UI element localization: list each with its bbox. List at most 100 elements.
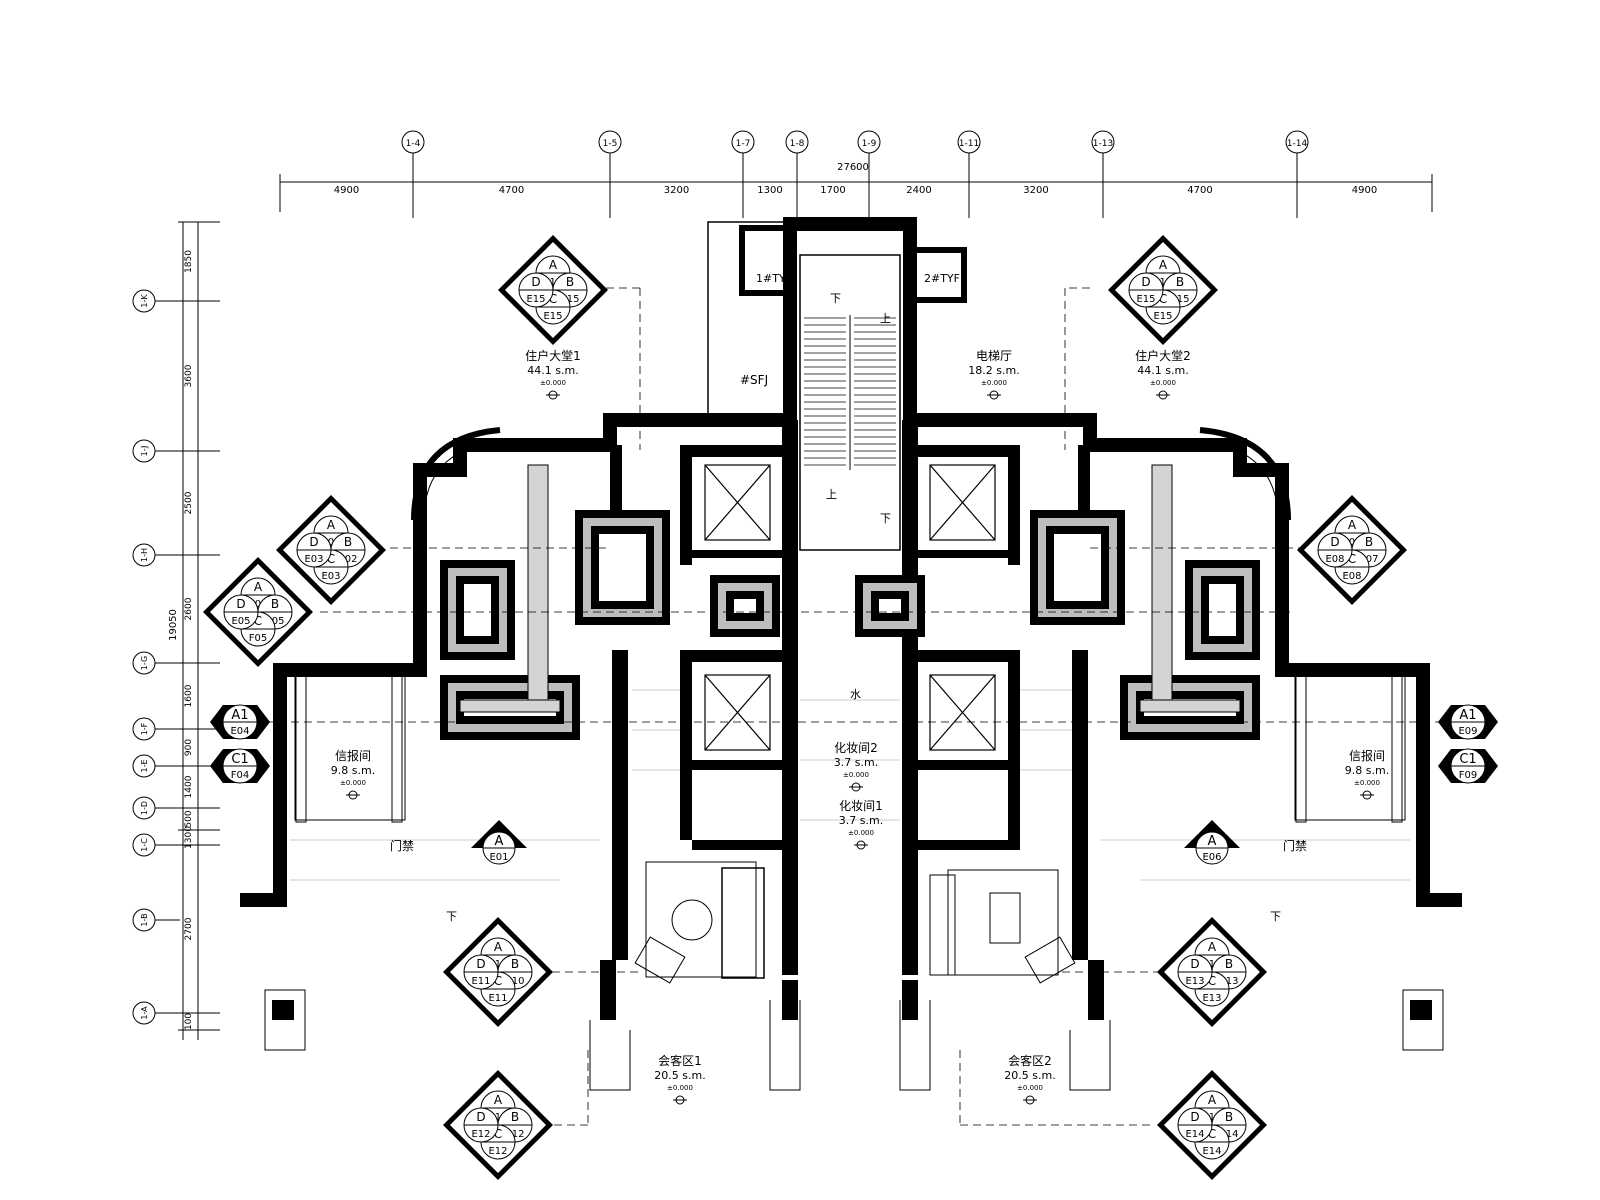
room-name: 化妆间1	[839, 799, 883, 813]
room-level: ±0.000	[1354, 779, 1380, 787]
tag-code: F04	[231, 770, 249, 781]
stipple-strip	[527, 464, 549, 701]
symbol-code: E02	[321, 537, 340, 548]
room-level: ±0.000	[1017, 1084, 1043, 1092]
symbol-code: E12	[488, 1112, 507, 1123]
tyf1-room	[739, 225, 791, 296]
tag-letter: C1	[1459, 752, 1476, 767]
symbol-code: E12	[505, 1129, 524, 1140]
tag-code: E04	[230, 726, 249, 737]
stipple-strip	[1139, 699, 1241, 713]
tag-letter: A1	[231, 708, 248, 723]
top-dim-value: 3200	[664, 185, 689, 196]
symbol-code: E13	[1202, 959, 1221, 970]
stairwell	[799, 254, 901, 551]
symbol-code: E08	[1325, 554, 1344, 565]
symbol-code: E15	[526, 294, 545, 305]
symbol-letter: C	[1159, 292, 1167, 306]
tag-letter: C1	[231, 752, 248, 767]
symbol-code: E15	[1153, 311, 1172, 322]
core-walls	[610, 420, 1090, 975]
symbol-code: E12	[471, 1129, 490, 1140]
symbol-letter: B	[511, 957, 519, 971]
top-dim-value: 1300	[757, 185, 782, 196]
symbol-code: E15	[1170, 294, 1189, 305]
stair-down-label: 下	[830, 292, 841, 305]
symbol-letter: C	[494, 974, 502, 988]
curved-facade-right-inner	[1194, 439, 1279, 521]
grid-bubble	[731, 130, 755, 154]
symbol-code: E03	[321, 571, 340, 582]
grid-label: 1-E	[140, 759, 149, 772]
left-dim-value: 2600	[184, 597, 194, 620]
access-label-right: 门禁	[1283, 838, 1307, 853]
tag-code: E09	[1458, 726, 1477, 737]
room-area: 3.7 s.m.	[839, 814, 883, 827]
marker-letter: A	[495, 834, 504, 849]
symbol-letter: A	[494, 940, 503, 954]
symbol-code: E13	[1219, 976, 1238, 987]
left-dim-value: 100	[184, 1013, 194, 1030]
symbol-letter: B	[1176, 275, 1184, 289]
symbol-letter: B	[1225, 957, 1233, 971]
symbol-code: E05	[231, 616, 250, 627]
symbol-letter: B	[511, 1110, 519, 1124]
room-area: 20.5 s.m.	[654, 1069, 705, 1082]
marker-code: E01	[489, 852, 508, 863]
grid-bubble	[1285, 130, 1309, 154]
symbol-letter: D	[236, 597, 245, 611]
grid-bubble	[785, 130, 809, 154]
room-name: 化妆间2	[834, 741, 878, 755]
symbol-letter: A	[549, 258, 558, 272]
marker-letter: A	[1208, 834, 1217, 849]
symbol-letter: D	[531, 275, 540, 289]
symbol-code: F15	[1154, 277, 1172, 288]
curved-facade-right	[1199, 427, 1291, 521]
symbol-code: E13	[1202, 993, 1221, 1004]
mail-rooms	[294, 669, 1406, 823]
symbol-code: E10	[505, 976, 524, 987]
symbol-letter: A	[327, 518, 336, 532]
grid-bubble	[132, 651, 156, 675]
room-level: ±0.000	[981, 379, 1007, 387]
grid-bubble	[132, 754, 156, 778]
grid-bubble	[132, 796, 156, 820]
top-dim-value: 2400	[906, 185, 931, 196]
left-dimension-ticks	[178, 221, 220, 1031]
symbol-code: E14	[1219, 1129, 1238, 1140]
symbol-letter: C	[549, 292, 557, 306]
left-dim-value: 1600	[184, 684, 194, 707]
room-area: 20.5 s.m.	[1004, 1069, 1055, 1082]
symbol-code: E14	[1202, 1146, 1221, 1157]
plant-box-right	[1410, 1000, 1432, 1020]
stipple-strip	[1151, 464, 1173, 701]
top-dimension-ticks	[279, 174, 1433, 218]
room-area: 9.8 s.m.	[331, 764, 375, 777]
top-dim-value: 4900	[334, 185, 359, 196]
room-area: 3.7 s.m.	[834, 756, 878, 769]
view-marker: A E01	[471, 820, 527, 865]
room-area: 9.8 s.m.	[1345, 764, 1389, 777]
room-name: 会客区2	[1008, 1053, 1052, 1068]
symbol-letter: C	[254, 614, 262, 628]
symbol-code: E05	[265, 616, 284, 627]
top-dim-value: 3200	[1023, 185, 1048, 196]
left-dim-value: 1300	[184, 826, 194, 849]
room-name: 信报间	[335, 748, 371, 763]
grid-bubble	[401, 130, 425, 154]
room-area: 44.1 s.m.	[1137, 364, 1188, 377]
symbol-code: E15	[1136, 294, 1155, 305]
left-total-dimension: 19050	[168, 609, 179, 641]
symbol-letter: D	[476, 957, 485, 971]
symbol-letter: D	[1141, 275, 1150, 289]
room-level: ±0.000	[843, 771, 869, 779]
curved-facade-left	[411, 427, 501, 521]
